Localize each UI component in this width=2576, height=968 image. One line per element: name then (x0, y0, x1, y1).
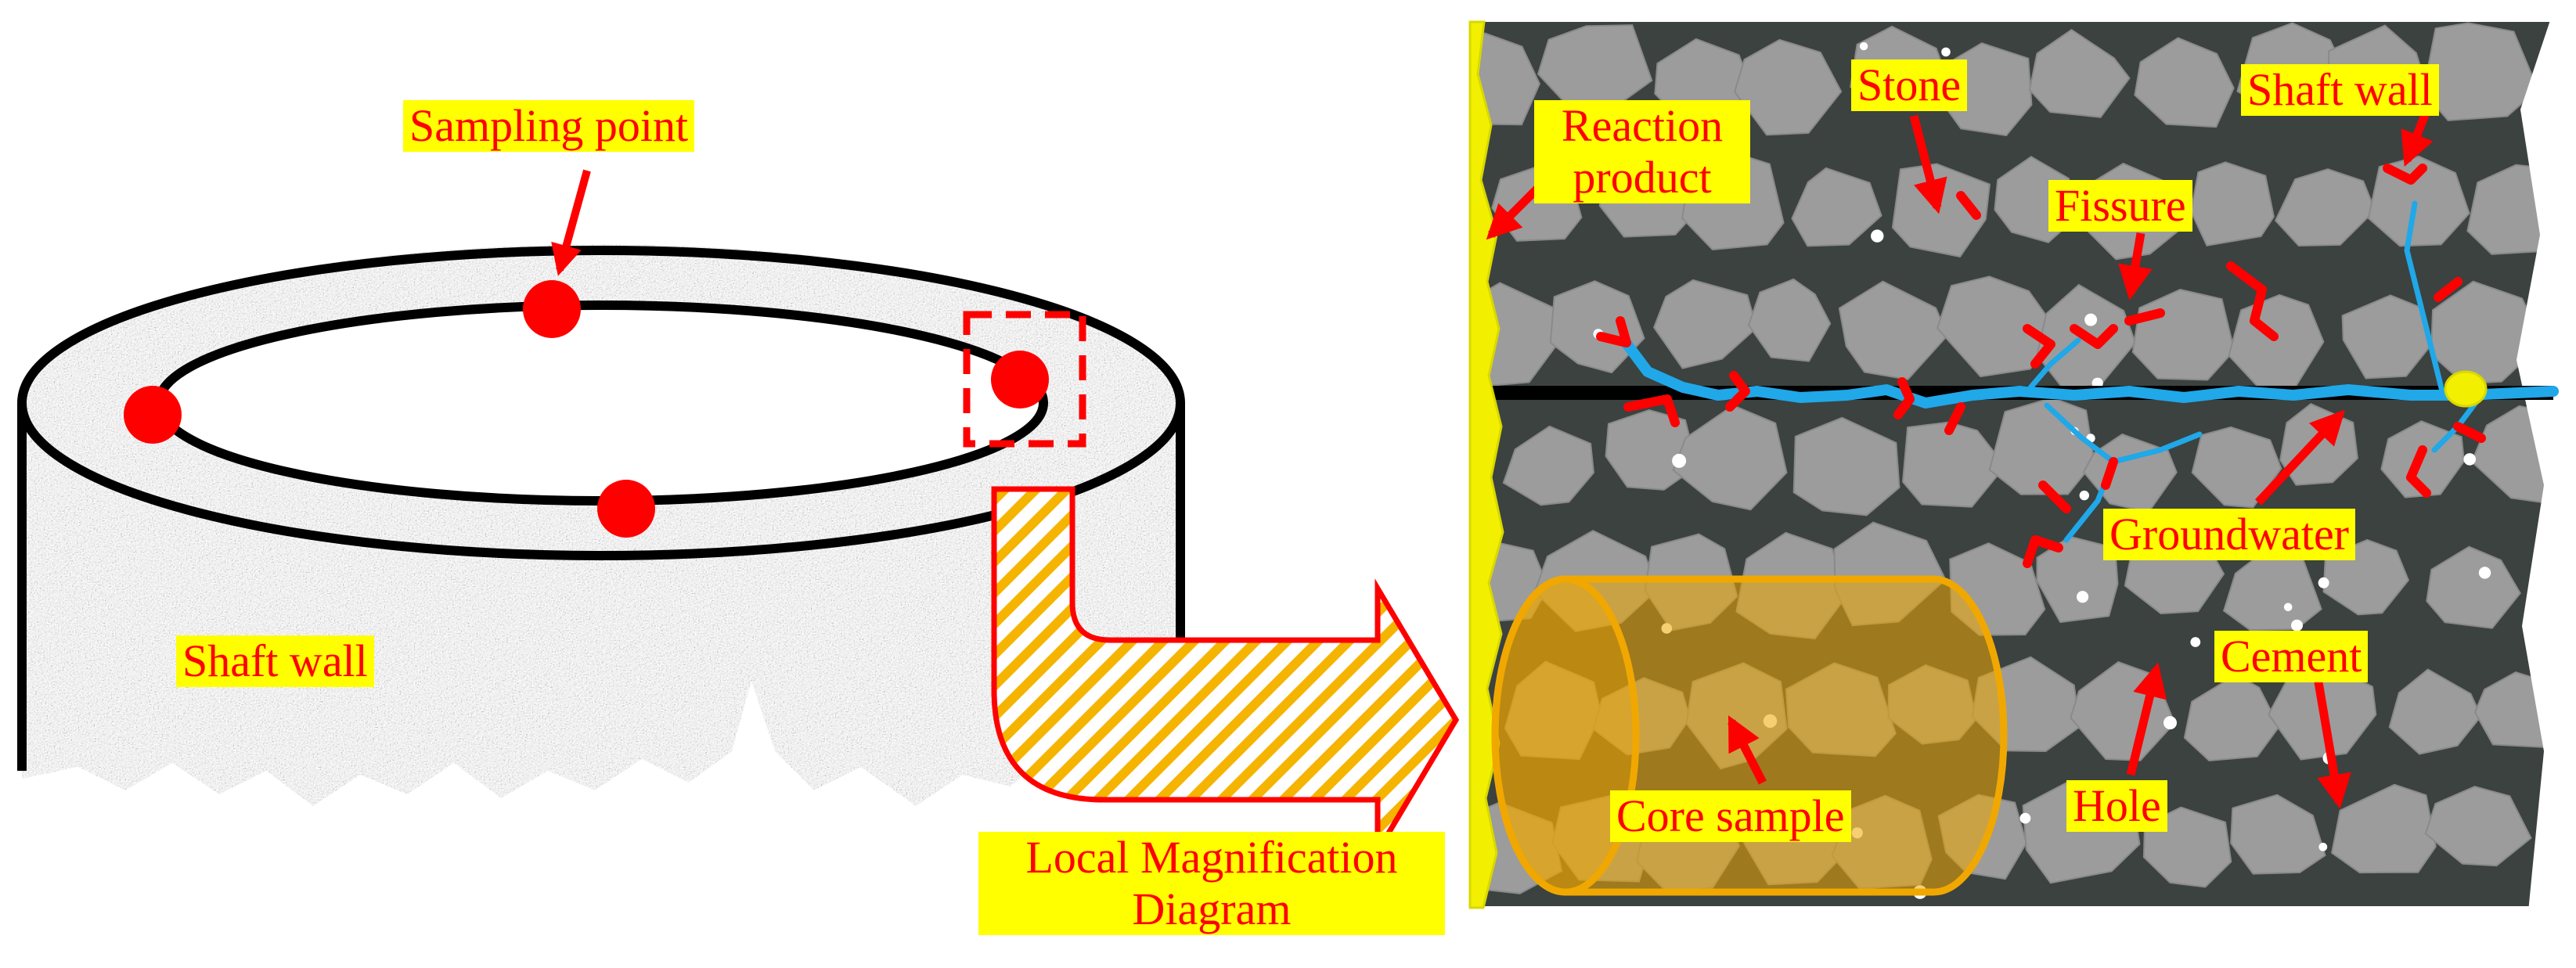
local-magnification-label: Local Magnification Diagram (978, 832, 1445, 935)
hole-arrow (2126, 662, 2167, 776)
fissure-label: Fissure (2048, 180, 2192, 232)
void-hole (2077, 591, 2089, 603)
sampling-point-bottom (597, 480, 655, 538)
stone-particle (2191, 426, 2282, 509)
stone-particle (2183, 674, 2280, 762)
stone-particle (2388, 668, 2482, 755)
reaction-product-label: Reaction product (1534, 100, 1750, 203)
sampling-point-arrow (551, 169, 591, 276)
magnification-arrow (991, 486, 1460, 862)
cement-label: Cement (2214, 631, 2369, 682)
cement-arrow (2312, 672, 2351, 809)
stone-particle (1988, 397, 2095, 495)
shaft-wall-cylinder (17, 244, 1185, 807)
void-hole (1672, 453, 1687, 468)
void-hole (2190, 637, 2201, 647)
shaft-opening (154, 300, 1048, 506)
void-hole (2478, 567, 2491, 579)
void-hole (2318, 577, 2329, 588)
sampling-point-left (124, 386, 182, 444)
stone-particle (2330, 783, 2437, 874)
stone-particle (1792, 416, 1900, 516)
stone-particle (2426, 545, 2521, 629)
label-arrows (1486, 109, 2434, 809)
void-hole (2463, 453, 2476, 466)
stone-particle (1901, 421, 2006, 508)
sampling-point-right (991, 351, 1049, 408)
stone-particle (2274, 168, 2376, 247)
void-hole (2019, 812, 2031, 824)
stone-particle (2424, 786, 2532, 867)
stone-particle (1652, 279, 1758, 369)
shaft-wall-label-right: Shaft wall (2241, 64, 2439, 116)
groundwater-arrow (2254, 409, 2346, 506)
stone-particle (2134, 37, 2235, 128)
core-sample-arrow (1728, 715, 1767, 785)
stone-particle (2028, 28, 2131, 118)
core-sample-label: Core sample (1610, 790, 1851, 842)
stone-particle (2422, 22, 2539, 121)
void-hole (2318, 842, 2328, 851)
groundwater-fissures (1596, 164, 2559, 568)
stone-particle (2430, 280, 2545, 385)
reaction-product-line1: Reaction (1561, 100, 1724, 151)
stone-particle (1502, 425, 1595, 506)
reaction-product-line2: product (1573, 152, 1712, 203)
void-hole (2283, 603, 2293, 612)
stone-particle (2230, 793, 2326, 875)
stone-particle (1791, 167, 1882, 247)
magnified-section (1468, 16, 2576, 912)
magnification-region-box (963, 311, 1086, 448)
sampling-points (124, 280, 1049, 538)
stone-particle (2367, 155, 2470, 247)
void-hole (2079, 490, 2089, 501)
sampling-point-label: Sampling point (403, 100, 695, 152)
shaft-wall-label-left: Shaft wall (176, 635, 374, 687)
void-hole (2163, 716, 2177, 730)
groundwater-label: Groundwater (2103, 509, 2356, 560)
void-hole (1859, 41, 1868, 51)
shaft-wall-arrow (2401, 109, 2434, 167)
stone-particle (1747, 278, 1832, 362)
void-hole (2084, 313, 2098, 326)
sampling-point-top (523, 280, 581, 338)
reaction-product-arrow (1486, 181, 1545, 240)
fissure-arrow (2118, 232, 2153, 300)
stone-arrow (1909, 114, 1947, 214)
stone-label: Stone (1851, 59, 1968, 111)
void-hole (2291, 619, 2303, 632)
void-hole (1871, 229, 1884, 243)
stone-particle (1470, 32, 1540, 126)
stone-particle (2190, 161, 2275, 246)
stone-particle (2341, 294, 2430, 380)
local-magnification-line2: Diagram (1132, 883, 1292, 934)
hole-label: Hole (2066, 780, 2167, 832)
void-hole (1941, 47, 1951, 57)
stone-particle (1549, 280, 1645, 374)
core-sample-cylinder (1491, 575, 2008, 896)
reaction-product-layer (1468, 20, 1504, 909)
local-magnification-line1: Local Magnification (1025, 832, 1398, 883)
stone-particle (1733, 38, 1843, 136)
stone-particle (1936, 275, 2058, 378)
